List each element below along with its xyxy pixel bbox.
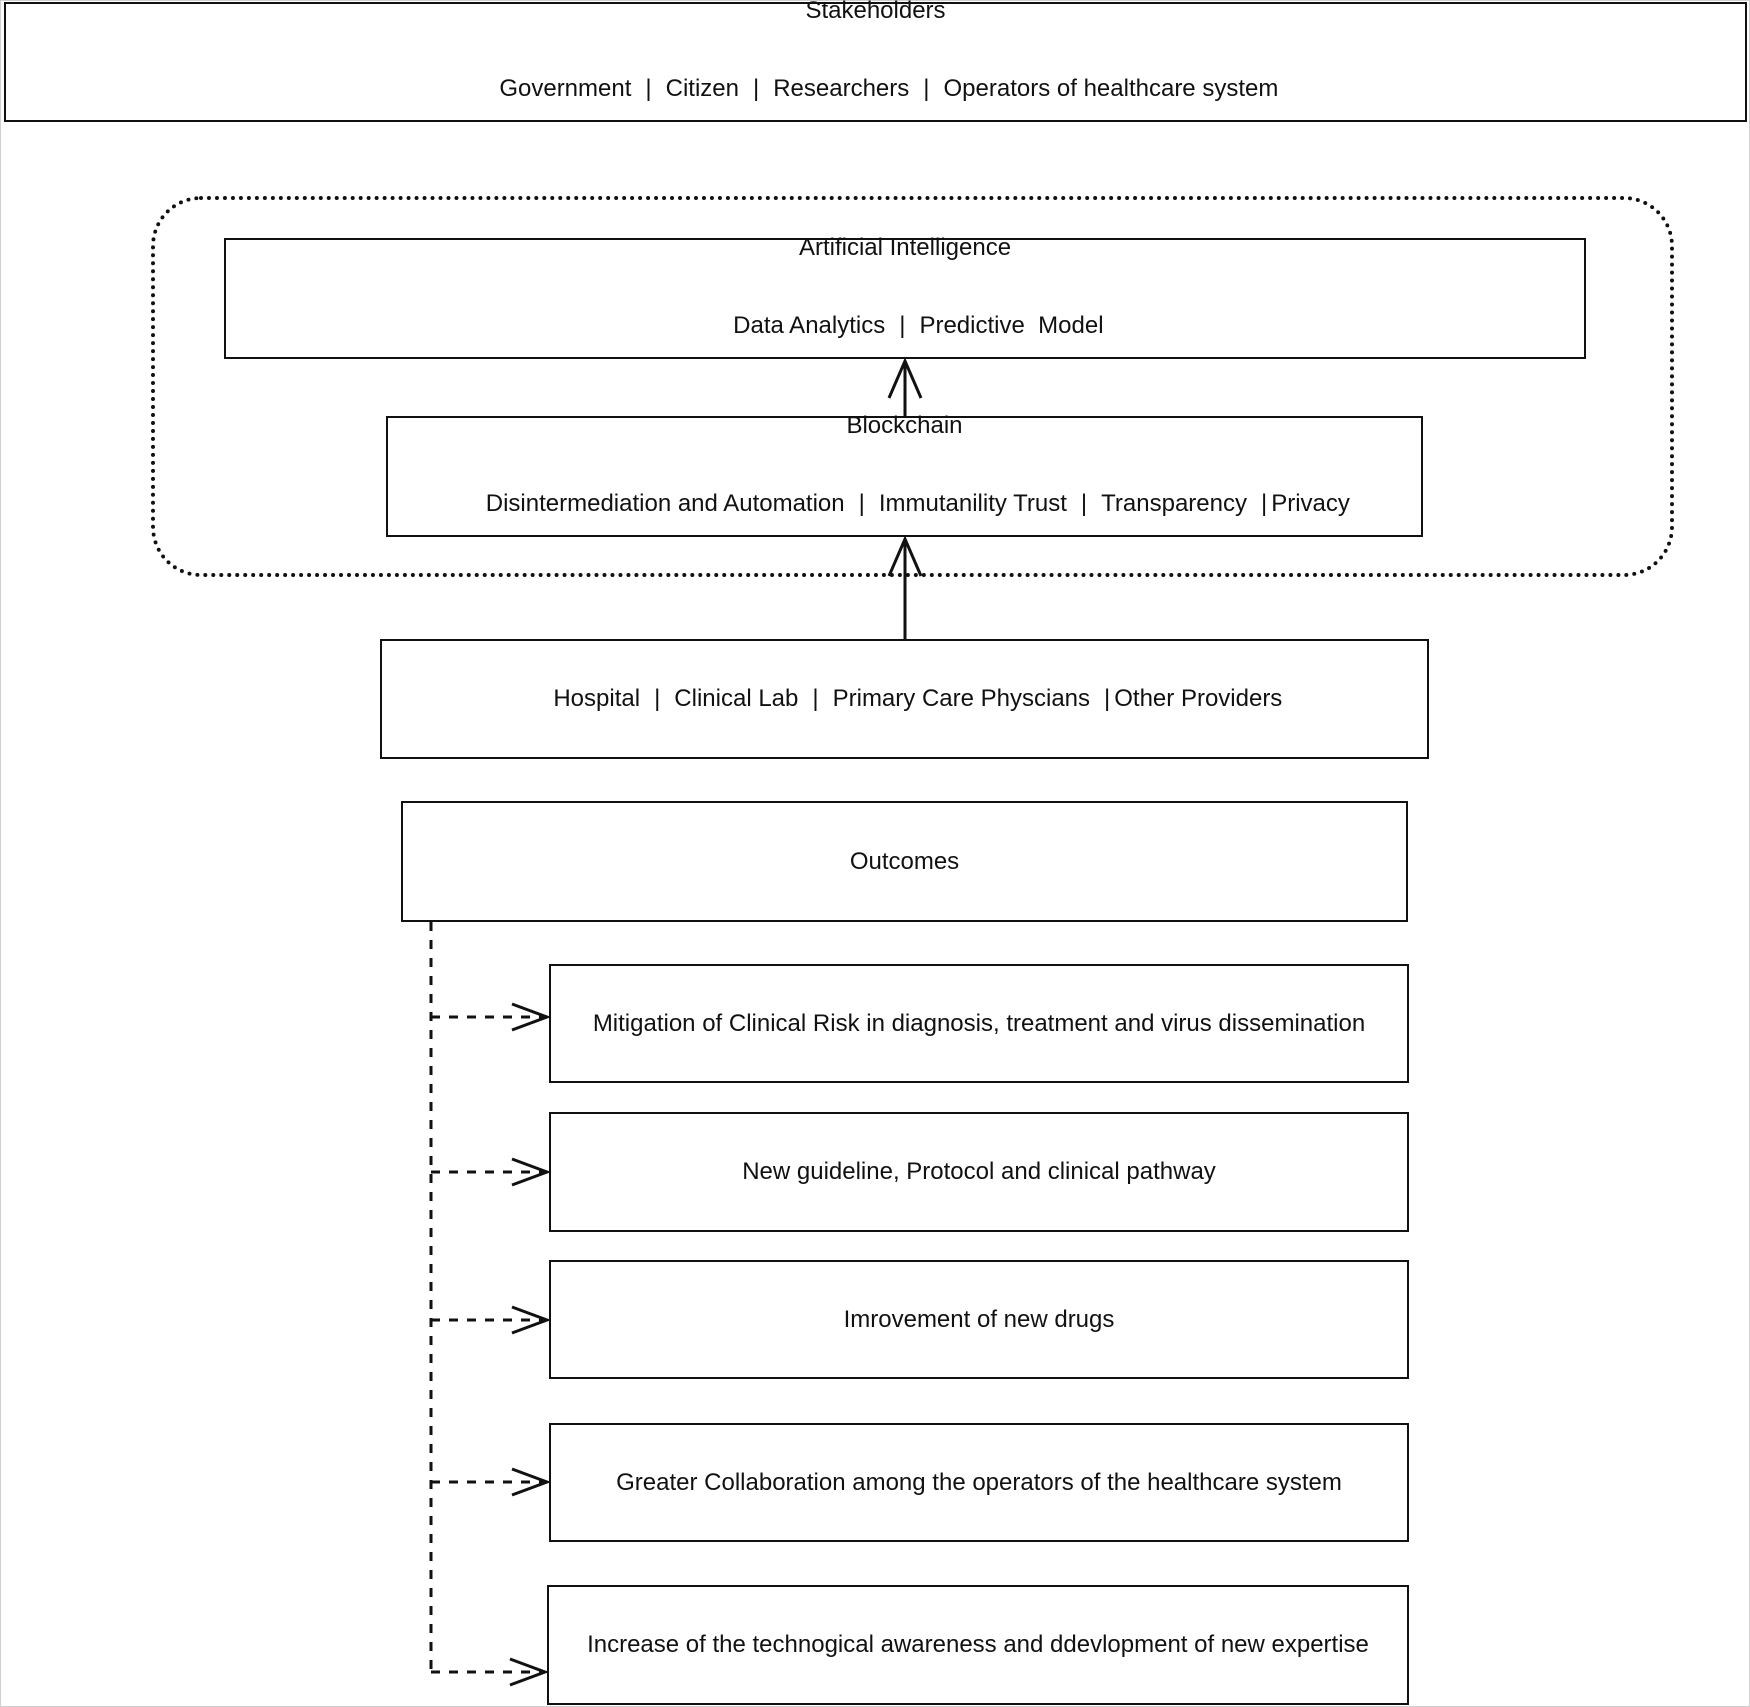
stakeholders-box: Stakeholders Government | Citizen | Research… xyxy=(4,0,1747,125)
outcome-item-label: New guideline, Protocol and clinical pat… xyxy=(742,1158,1216,1185)
blockchain-item-disintermediation: Disintermediation and Automation xyxy=(485,489,845,517)
separator: | xyxy=(923,75,930,102)
separator: | xyxy=(899,311,906,339)
separator: | xyxy=(1104,685,1111,712)
outcome-item-label: Imrovement of new drugs xyxy=(843,1305,1115,1333)
separator: | xyxy=(858,489,865,517)
stakeholders-list: Government | Citizen | Researchers | Operators… xyxy=(473,53,1279,125)
blockchain-item-immutability: Immutanility Trust xyxy=(878,489,1067,517)
blockchain-list: Disintermediation and Automation | Immutan… xyxy=(459,468,1350,540)
outcome-item-awareness: Increase of the technogical awareness an… xyxy=(547,1585,1409,1705)
separator: | xyxy=(812,685,819,712)
outcomes-title: Outcomes xyxy=(849,847,960,875)
ai-box: Artificial Intelligence Data Analytics | P… xyxy=(224,233,1586,362)
outcomes-box: Outcomes xyxy=(401,801,1408,922)
provider-other: Other Providers xyxy=(1114,685,1283,712)
stakeholder-operators: Operators of healthcare system xyxy=(943,75,1279,102)
blockchain-title: Blockchain xyxy=(846,411,963,439)
separator: | xyxy=(1080,489,1088,517)
outcome-item-new-drugs: Imrovement of new drugs xyxy=(549,1260,1409,1379)
outcome-item-guidelines: New guideline, Protocol and clinical pat… xyxy=(549,1112,1409,1232)
blockchain-item-privacy: Privacy xyxy=(1271,489,1350,517)
provider-clinical-lab: Clinical Lab xyxy=(674,685,799,712)
stakeholder-citizen: Citizen xyxy=(665,75,739,102)
stakeholders-title: Stakeholders xyxy=(805,0,946,24)
provider-primary-care: Primary Care Physcians xyxy=(832,685,1091,712)
stakeholder-government: Government xyxy=(499,75,632,102)
ai-list: Data Analytics | Predictive Model xyxy=(706,290,1103,362)
outcome-item-clinical-risk: Mitigation of Clinical Risk in diagnosis… xyxy=(549,964,1409,1083)
outcome-item-label: Greater Collaboration among the operator… xyxy=(616,1468,1342,1496)
separator: | xyxy=(752,75,760,102)
provider-hospital: Hospital xyxy=(553,685,641,712)
ai-item-data-analytics: Data Analytics xyxy=(733,311,886,339)
providers-box: Hospital | Clinical Lab | Primary Care Physc… xyxy=(380,639,1429,759)
blockchain-box: Blockchain Disintermediation and Automat… xyxy=(386,411,1423,540)
separator: | xyxy=(654,685,661,712)
ai-title: Artificial Intelligence xyxy=(798,233,1012,261)
separator: | xyxy=(645,75,652,102)
outcome-item-label: Mitigation of Clinical Risk in diagnosis… xyxy=(592,1009,1366,1037)
outcome-item-label: Increase of the technogical awareness an… xyxy=(587,1631,1369,1658)
providers-list: Hospital | Clinical Lab | Primary Care Physc… xyxy=(527,663,1283,735)
outcome-item-collaboration: Greater Collaboration among the operator… xyxy=(549,1423,1409,1542)
ai-item-predictive-model: Predictive Model xyxy=(919,311,1104,339)
stakeholder-researchers: Researchers xyxy=(773,75,910,102)
blockchain-item-transparency: Transparency xyxy=(1101,489,1247,517)
separator: | xyxy=(1260,489,1268,517)
